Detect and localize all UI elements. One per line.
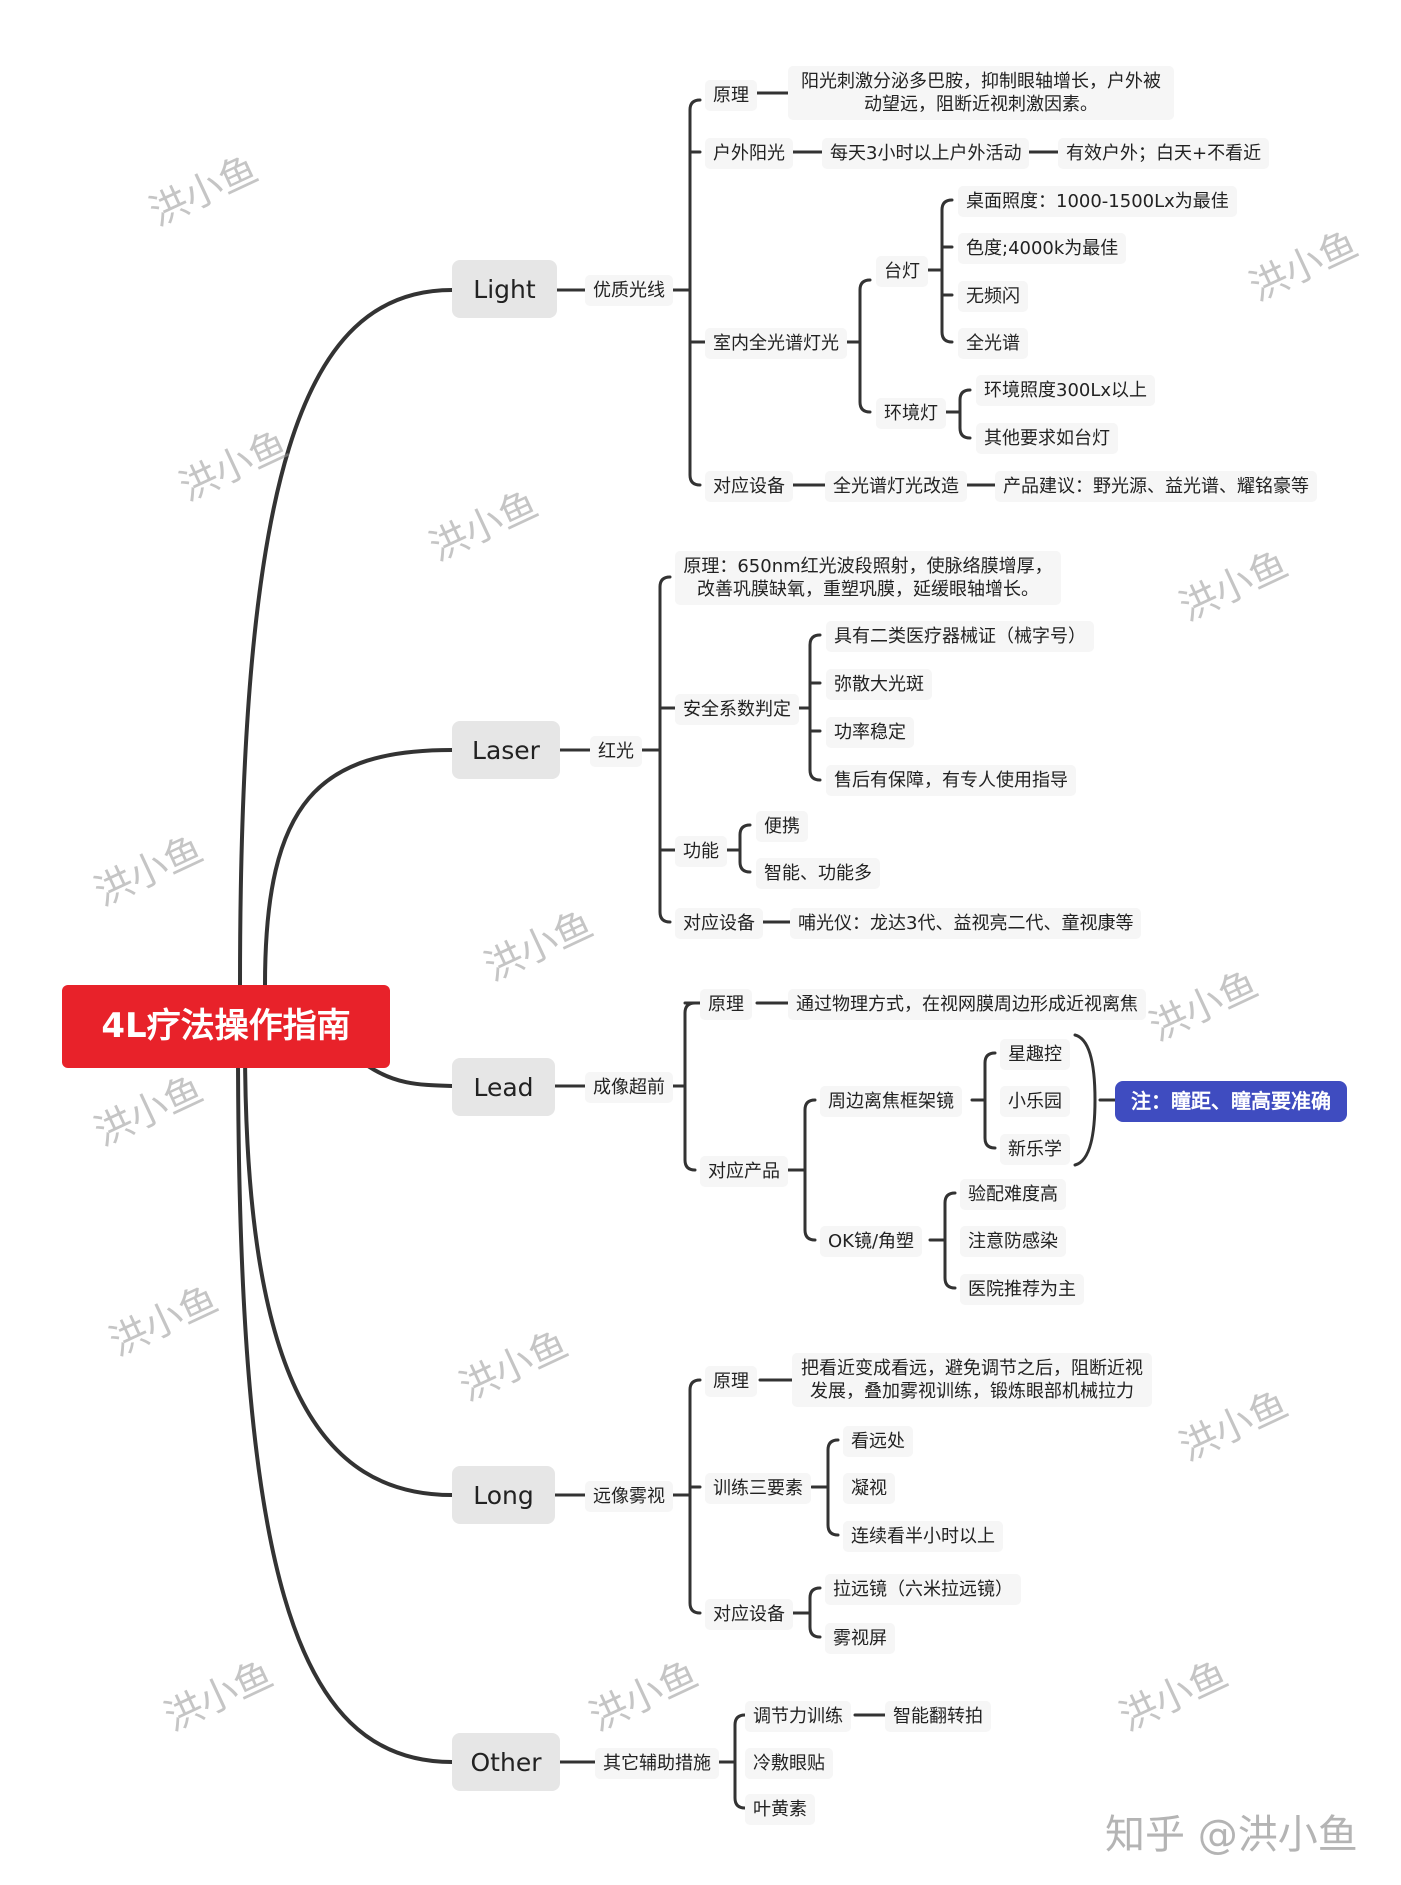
connector-light-indoor — [843, 278, 872, 414]
lead-ok-item-2: 注意防感染 — [960, 1226, 1066, 1257]
other-item-2: 叶黄素 — [745, 1794, 815, 1825]
lead-yuanli-text: 通过物理方式，在视网膜周边形成近视离焦 — [788, 989, 1146, 1020]
connector-laser-spine — [640, 575, 677, 924]
connector-root-other — [236, 1043, 454, 1764]
light-huanjing-item-1: 环境照度300Lx以上 — [976, 375, 1156, 406]
connector-light-huanjing — [941, 388, 972, 440]
laser-func: 功能 — [675, 836, 727, 867]
connector-root-lead — [363, 1062, 454, 1088]
laser-safety-item-2: 弥散大光斑 — [826, 669, 932, 700]
light-device-2: 产品建议：野光源、益光谱、耀铭豪等 — [995, 471, 1317, 502]
long-branch: 远像雾视 — [585, 1481, 673, 1512]
connector-long-spine — [668, 1378, 702, 1615]
laser-device: 对应设备 — [675, 908, 763, 939]
light-yuanli: 原理 — [705, 80, 757, 111]
connector-lead-ok — [928, 1191, 957, 1290]
lead-frame-item-2: 小乐园 — [1000, 1086, 1070, 1117]
connector-light-spine — [668, 98, 707, 487]
node-light: Light — [452, 260, 557, 318]
long-device: 对应设备 — [705, 1599, 793, 1630]
connector-other-spine — [713, 1713, 747, 1810]
long-device-item-1: 拉远镜（六米拉远镜） — [825, 1574, 1021, 1605]
long-yuanli: 原理 — [705, 1366, 757, 1397]
connector-root-laser — [263, 748, 454, 987]
laser-safety: 安全系数判定 — [675, 694, 799, 725]
light-taideng-item-2: 色度;4000k为最佳 — [958, 233, 1127, 264]
root-node: 4L疗法操作指南 — [62, 985, 390, 1068]
laser-safety-item-1: 具有二类医疗器械证（械字号） — [826, 621, 1094, 652]
lead-branch: 成像超前 — [585, 1072, 673, 1103]
long-train-item-1: 看远处 — [843, 1426, 913, 1457]
connector-lead-frame — [970, 1051, 997, 1150]
laser-func-item-2: 智能、功能多 — [756, 858, 880, 889]
light-huwai-2: 有效户外；白天+不看近 — [1058, 138, 1270, 169]
long-device-item-2: 雾视屏 — [825, 1623, 895, 1654]
light-huwai-1: 每天3小时以上户外活动 — [822, 138, 1030, 169]
light-indoor: 室内全光谱灯光 — [705, 328, 847, 359]
long-train-item-3: 连续看半小时以上 — [843, 1521, 1003, 1552]
light-taideng-item-1: 桌面照度：1000-1500Lx为最佳 — [958, 186, 1237, 217]
lead-ok-item-1: 验配难度高 — [960, 1179, 1066, 1210]
connector-lead-bracket — [1073, 1033, 1117, 1167]
light-taideng: 台灯 — [876, 256, 928, 287]
light-taideng-item-3: 无频闪 — [958, 281, 1028, 312]
long-yuanli-text: 把看近变成看远，避免调节之后，阻断近视发展，叠加雾视训练，锻炼眼部机械拉力 — [792, 1353, 1152, 1407]
lead-frame-item-3: 新乐学 — [1000, 1134, 1070, 1165]
light-taideng-item-4: 全光谱 — [958, 328, 1028, 359]
node-long: Long — [452, 1466, 555, 1524]
light-huanjing: 环境灯 — [876, 398, 946, 429]
connector-long-device — [791, 1586, 822, 1639]
connector-lead-spine — [668, 1001, 702, 1172]
light-device: 对应设备 — [705, 471, 793, 502]
lead-products: 对应产品 — [700, 1156, 788, 1187]
light-yuanli-text: 阳光刺激分泌多巴胺，抑制眼轴增长，户外被动望远，阻断近视刺激因素。 — [788, 66, 1174, 120]
laser-safety-item-4: 售后有保障，有专人使用指导 — [826, 765, 1076, 796]
lead-frame-item-1: 星趣控 — [1000, 1039, 1070, 1070]
other-adjust-1: 智能翻转拍 — [885, 1701, 991, 1732]
connector-root-light — [238, 288, 454, 987]
other-item-1: 冷敷眼贴 — [745, 1748, 833, 1779]
other-branch: 其它辅助措施 — [595, 1748, 719, 1779]
laser-func-item-1: 便携 — [756, 811, 808, 842]
laser-device-1: 哺光仪：龙达3代、益视亮二代、童视康等 — [790, 908, 1142, 939]
long-train-item-2: 凝视 — [843, 1473, 895, 1504]
light-device-1: 全光谱灯光改造 — [825, 471, 967, 502]
other-adjust: 调节力训练 — [745, 1701, 851, 1732]
connector-laser-safety — [790, 633, 822, 782]
lead-note: 注：瞳距、瞳高要准确 — [1115, 1081, 1347, 1122]
laser-yuanli-text: 原理：650nm红光波段照射，使脉络膜增厚，改善巩膜缺氧，重塑巩膜，延缓眼轴增长… — [675, 551, 1061, 605]
lead-ok: OK镜/角塑 — [820, 1226, 923, 1257]
laser-branch: 红光 — [590, 736, 642, 767]
light-huanjing-item-2: 其他要求如台灯 — [976, 423, 1118, 454]
light-branch: 优质光线 — [585, 275, 673, 306]
connector-lead-products — [785, 1098, 817, 1242]
brand-label: 知乎 @洪小鱼 — [1105, 1812, 1358, 1858]
connector-long-train — [810, 1438, 840, 1537]
node-other: Other — [452, 1733, 560, 1791]
lead-frame: 周边离焦框架镜 — [820, 1086, 962, 1117]
node-lead: Lead — [452, 1058, 555, 1116]
lead-yuanli: 原理 — [700, 989, 752, 1020]
laser-safety-item-3: 功率稳定 — [826, 717, 914, 748]
long-train: 训练三要素 — [705, 1473, 811, 1504]
node-laser: Laser — [452, 721, 560, 779]
connector-root-long — [243, 1043, 454, 1497]
connector-light-taideng — [924, 198, 954, 344]
light-huwai: 户外阳光 — [705, 138, 793, 169]
lead-ok-item-3: 医院推荐为主 — [960, 1274, 1084, 1305]
